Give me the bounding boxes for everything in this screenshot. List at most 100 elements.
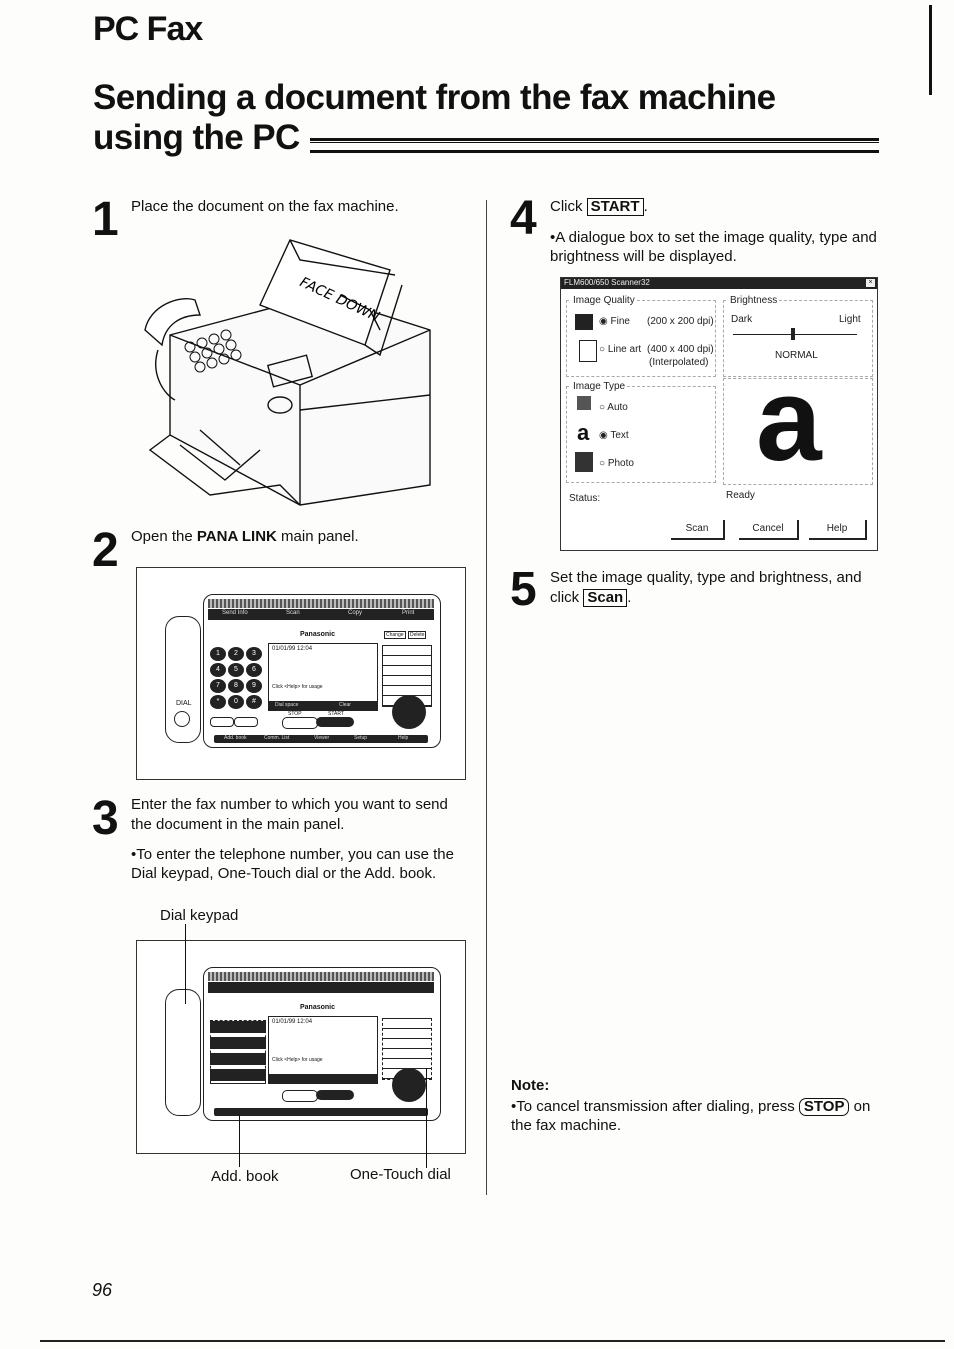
key-8[interactable]: 8	[228, 679, 244, 693]
tab-comm-list[interactable]: Comm. List	[264, 735, 290, 741]
tab-help[interactable]: Help	[398, 735, 409, 741]
close-icon[interactable]: ×	[866, 279, 875, 287]
stop-button[interactable]	[282, 1090, 318, 1102]
step-3-text: Enter the fax number to which you want t…	[131, 796, 448, 833]
fine-icon	[575, 314, 593, 330]
speaker-button[interactable]	[234, 717, 258, 727]
tab-print[interactable]: Print	[402, 610, 415, 616]
note-text-before: To cancel transmission after dialing, pr…	[516, 1098, 799, 1115]
fine-radio[interactable]: ◉ Fine	[599, 316, 630, 327]
panel-bottom-tab-bar: Add. book Comm. List Viewer Setup Help	[214, 735, 428, 743]
key-5[interactable]: 5	[228, 663, 244, 677]
title-rule	[310, 138, 879, 153]
one-touch-dial-list[interactable]	[382, 645, 432, 707]
panel-tab-bar: Send Info Scan Copy Print	[208, 609, 434, 620]
dialog-titlebar: FLM600/650 Scanner32 ×	[561, 278, 877, 289]
brand-label: Panasonic	[300, 1004, 336, 1011]
panel-bottom-tab-bar	[214, 1108, 428, 1116]
callout-line-onetouch	[426, 1068, 427, 1168]
delete-button[interactable]: Delete	[408, 631, 427, 639]
key-7[interactable]: 7	[210, 679, 226, 693]
auto-label: Auto	[607, 402, 628, 413]
key-6[interactable]: 6	[246, 663, 262, 677]
key-3[interactable]: 3	[246, 647, 262, 661]
scan-button[interactable]: Scan	[671, 520, 725, 540]
tab-copy[interactable]: Copy	[348, 610, 363, 616]
key-4[interactable]: 4	[210, 663, 226, 677]
key-hash[interactable]: #	[246, 695, 262, 709]
new-doc-button[interactable]	[392, 695, 426, 729]
bullet-dot: •	[550, 229, 556, 246]
clear-button[interactable]: Clear	[339, 702, 351, 708]
step-4-number: 4	[510, 192, 537, 245]
tab-add-book[interactable]: Add. book	[224, 735, 247, 741]
step-5-text-after: .	[627, 589, 632, 606]
auto-icon	[577, 396, 591, 410]
help-button[interactable]: Help	[809, 520, 867, 540]
text-type-icon: a	[577, 420, 590, 445]
bottom-rule	[40, 1340, 945, 1342]
photo-label: Photo	[607, 458, 634, 469]
step-2-text: Open the PANA LINK main panel.	[131, 527, 359, 547]
step-1-text: Place the document on the fax machine.	[131, 198, 399, 215]
tab-setup[interactable]: Setup	[354, 735, 368, 741]
tab-send-info[interactable]: Send Info	[222, 610, 248, 616]
line-art-radio[interactable]: ○ Line art	[599, 344, 642, 355]
change-button[interactable]: Change	[384, 631, 406, 639]
cancel-button[interactable]: Cancel	[739, 520, 799, 540]
fine-label: Fine	[610, 316, 630, 327]
photo-radio[interactable]: ○ Photo	[599, 458, 634, 469]
key-1[interactable]: 1	[210, 647, 226, 661]
auto-radio[interactable]: ○ Auto	[599, 402, 628, 413]
step-3-bullet-text: To enter the telephone number, you can u…	[131, 846, 454, 882]
callout-one-touch-dial: One-Touch dial	[350, 1166, 451, 1183]
stop-key: STOP	[798, 1098, 850, 1116]
scanner-dialog: FLM600/650 Scanner32 × Image Quality ◉ F…	[560, 277, 878, 551]
start-button[interactable]	[316, 1090, 354, 1100]
tab-scan[interactable]: Scan	[286, 610, 300, 616]
text-radio[interactable]: ◉ Text	[599, 430, 629, 441]
step-2-app-name: PANA LINK	[196, 528, 277, 545]
dial-space-button[interactable]: Dial space	[275, 702, 299, 708]
dial-keypad-highlight[interactable]	[210, 1020, 266, 1084]
brightness-label: Brightness	[728, 295, 780, 306]
key-0[interactable]: 0	[228, 695, 244, 709]
redial-button[interactable]	[210, 717, 234, 727]
panel-screenshot-2: Panasonic 01/01/99 12:04 Click <Help> fo…	[136, 940, 466, 1154]
tab-viewer[interactable]: Viewer	[314, 735, 330, 741]
step-2-number: 2	[92, 524, 119, 577]
panel-tab-bar	[208, 982, 434, 993]
step-5-text: Set the image quality, type and brightne…	[550, 568, 880, 608]
handset-icon	[165, 989, 201, 1116]
brightness-value: NORMAL	[775, 350, 818, 361]
bullet-dot: •	[131, 846, 137, 863]
line-art-icon	[579, 340, 597, 362]
image-type-group	[566, 386, 716, 483]
start-button[interactable]	[316, 717, 354, 727]
brightness-slider-track[interactable]	[733, 334, 857, 335]
note-text-after: on the fax machine.	[511, 1098, 871, 1134]
display-help: Click <Help> for usage	[272, 684, 323, 690]
page-title-line2: using the PC	[93, 118, 300, 157]
brightness-slider-thumb[interactable]	[791, 328, 795, 340]
new-doc-button[interactable]	[392, 1068, 426, 1102]
section-title: PC Fax	[93, 10, 203, 48]
stop-button[interactable]	[282, 717, 318, 729]
text-label: Text	[610, 430, 629, 441]
key-9[interactable]: 9	[246, 679, 262, 693]
key-2[interactable]: 2	[228, 647, 244, 661]
dialog-title: FLM600/650 Scanner32	[564, 278, 650, 287]
photo-icon	[575, 452, 593, 472]
page-number: 96	[92, 1280, 113, 1300]
key-star[interactable]: *	[210, 695, 226, 709]
note-heading: Note:	[511, 1077, 550, 1094]
callout-add-book: Add. book	[211, 1168, 279, 1185]
dial-keypad: 1 2 3 4 5 6 7 8 9 * 0 #	[210, 647, 262, 709]
stop-label: STOP	[288, 711, 302, 717]
start-key: START	[586, 198, 644, 216]
title-rule-inner	[310, 142, 879, 143]
panel-display: 01/01/99 12:04 Click <Help> for usage Di…	[268, 643, 378, 711]
callout-line-dial	[185, 924, 186, 1004]
dial-button-icon[interactable]	[174, 711, 190, 727]
start-label: START	[328, 711, 344, 717]
